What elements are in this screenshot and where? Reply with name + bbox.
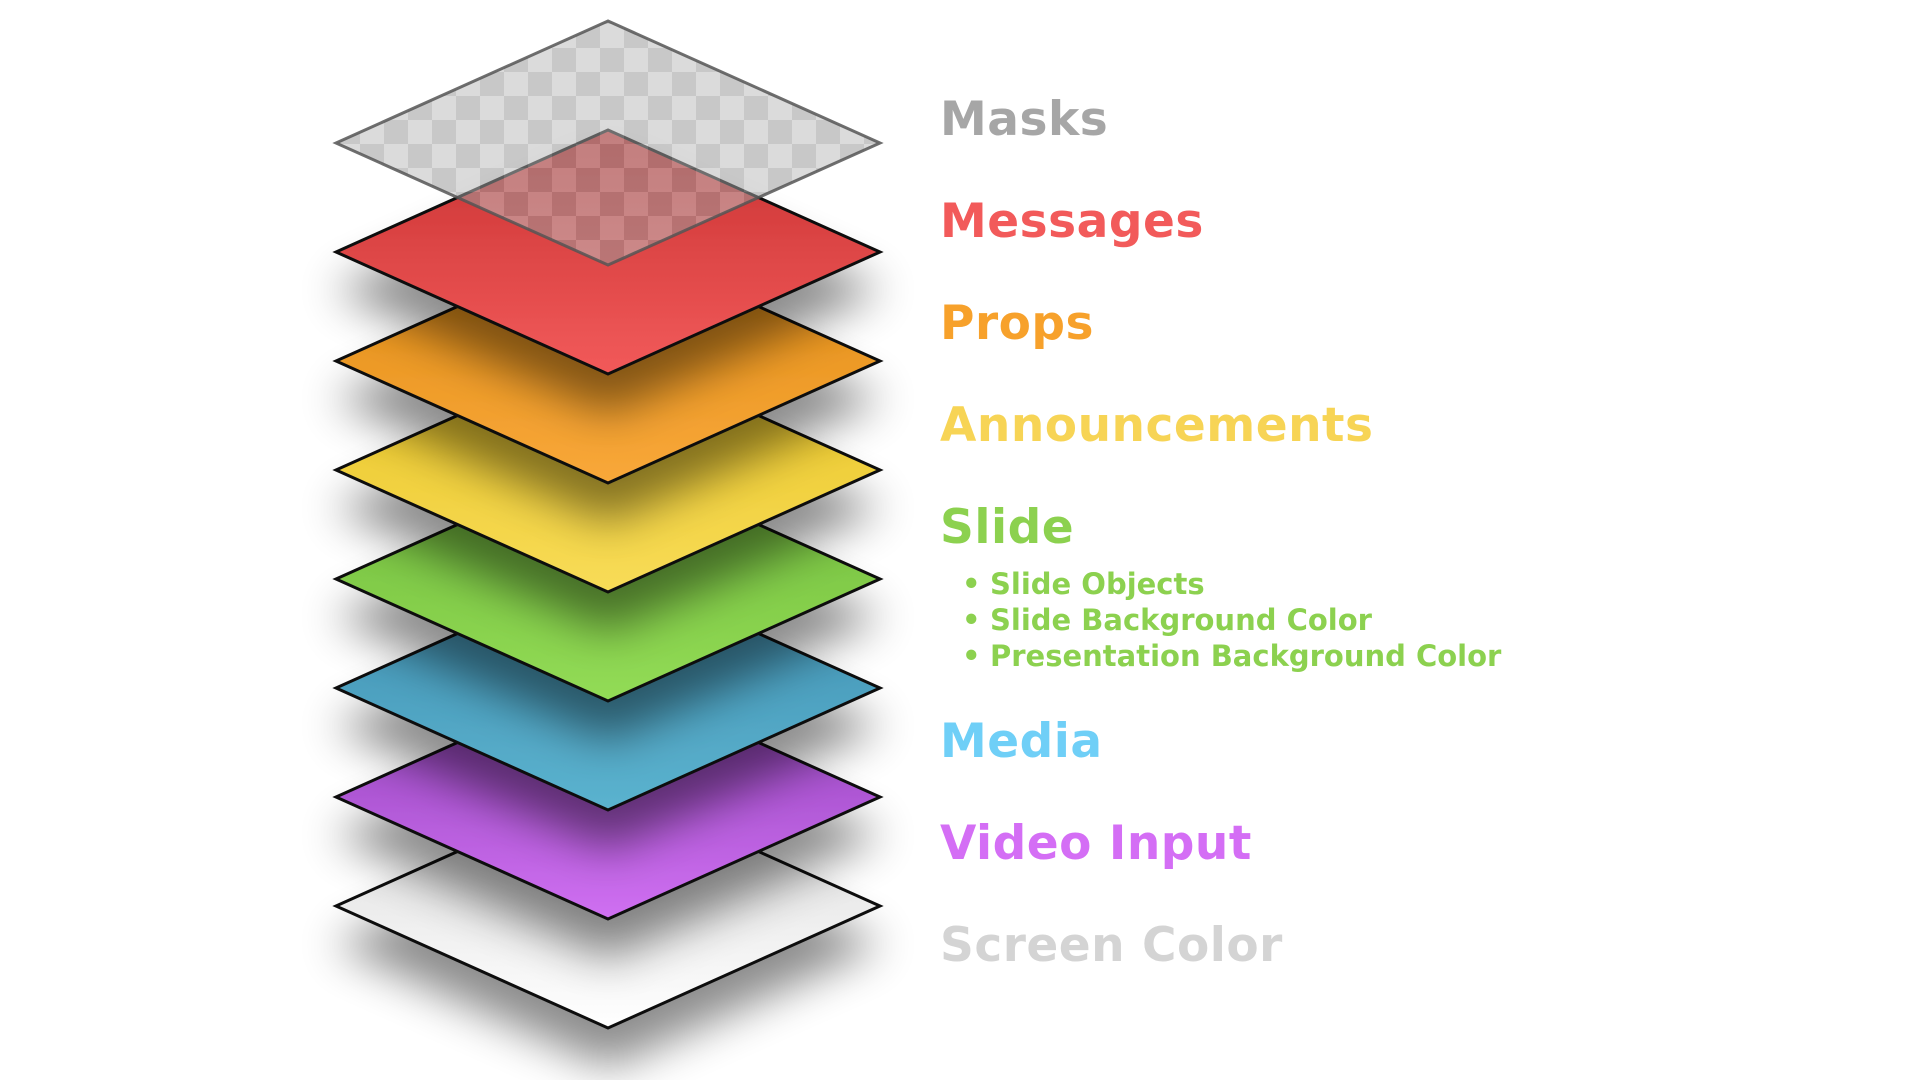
bullet-dot-icon: •	[962, 567, 981, 601]
sub-item-slide-objects: • Slide Objects	[962, 567, 1205, 601]
sub-item-presentation-background-color: • Presentation Background Color	[962, 639, 1502, 673]
label-messages: Messages	[940, 194, 1204, 249]
label-media: Media	[940, 714, 1103, 769]
layer-plane-masks	[332, 19, 884, 267]
sub-item-slide-background-color: • Slide Background Color	[962, 603, 1372, 637]
label-announcements: Announcements	[940, 398, 1374, 453]
slide-sub-items: • Slide Objects • Slide Background Color…	[960, 566, 1501, 674]
bullet-dot-icon: •	[962, 603, 981, 637]
label-props: Props	[940, 296, 1095, 351]
label-video-input: Video Input	[940, 816, 1252, 871]
label-screen-color: Screen Color	[940, 918, 1283, 973]
label-slide: Slide	[940, 500, 1075, 555]
bullet-dot-icon: •	[962, 639, 981, 673]
label-masks: Masks	[940, 92, 1109, 147]
